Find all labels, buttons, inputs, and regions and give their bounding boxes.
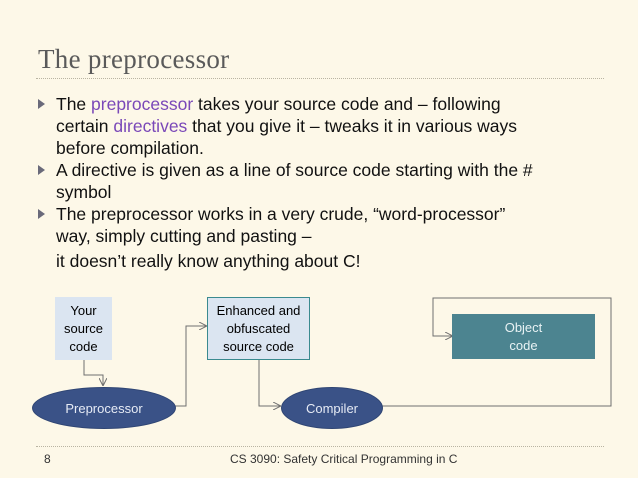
compiler-ellipse: Compiler	[281, 387, 383, 429]
bullet-2-line-2: symbol	[56, 182, 112, 202]
extra-line: it doesn’t really know anything about C!	[56, 251, 361, 271]
bullet-1-line-2: certain directives that you give it – tw…	[56, 115, 517, 137]
box-line: source	[63, 320, 104, 336]
box-line: obfuscated	[226, 320, 291, 336]
bullet-1-line-1: The preprocessor takes your source code …	[56, 93, 501, 115]
slide-title: The preprocessor	[38, 44, 230, 74]
your-source-code-box: Your source code	[55, 297, 112, 360]
bullet-3-line-2: way, simply cutting and pasting –	[56, 226, 312, 246]
enhanced-source-code-box: Enhanced and obfuscated source code	[207, 297, 310, 360]
title-divider	[36, 78, 604, 79]
text-run: The	[56, 94, 92, 114]
box-line: source code	[223, 338, 294, 354]
arrow-preprocessor-to-enhanced	[175, 326, 206, 407]
arrow-compiler-to-object	[382, 297, 612, 407]
box-line: code	[69, 338, 98, 354]
box-line: code	[509, 337, 538, 353]
highlight-directives: directives	[113, 116, 188, 136]
bullet-arrow-icon	[38, 165, 45, 175]
bullet-arrow-icon	[38, 209, 45, 219]
preprocessor-ellipse: Preprocessor	[32, 387, 176, 429]
highlight-preprocessor: preprocessor	[91, 94, 194, 114]
text-run: takes your source code and – following	[193, 94, 501, 114]
arrow-source-to-preprocessor	[83, 360, 103, 385]
footer-divider	[36, 446, 604, 447]
bullet-2-line-1: A directive is given as a line of source…	[56, 160, 533, 180]
box-line: Your	[70, 302, 97, 318]
text-run: certain	[56, 116, 114, 136]
text-run: that you give it – tweaks it in various …	[187, 116, 518, 136]
bullet-1-line-3: before compilation.	[56, 138, 204, 158]
page-number: 8	[44, 452, 51, 466]
object-code-box: Object code	[452, 314, 595, 359]
arrow-enhanced-to-compiler	[258, 360, 280, 406]
box-line: Object	[504, 319, 543, 335]
bullet-arrow-icon	[38, 99, 45, 109]
box-line: Enhanced and	[216, 302, 301, 318]
course-footer: CS 3090: Safety Critical Programming in …	[230, 452, 458, 466]
bullet-3-line-1: The preprocessor works in a very crude, …	[56, 204, 506, 224]
